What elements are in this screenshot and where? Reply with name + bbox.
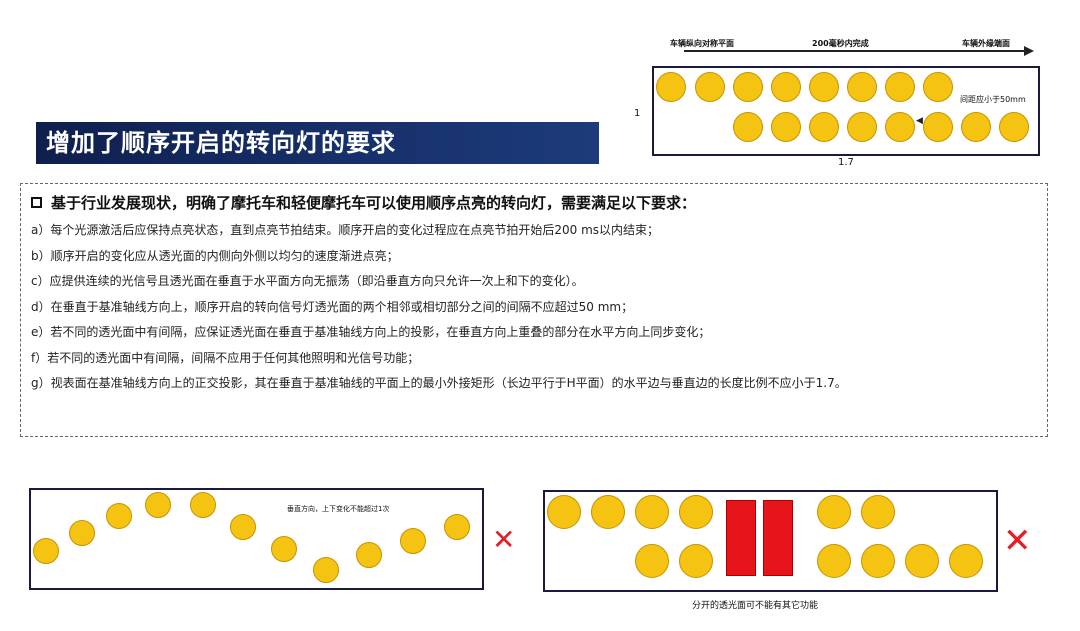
lamp-circle [809,112,839,142]
lamp-circle [949,544,983,578]
requirement-item-b: b）顺序开启的变化应从透光面的内侧向外侧以均匀的速度渐进点亮； [31,248,399,263]
lamp-circle [400,528,426,554]
lamp-circle [635,495,669,529]
lamp-circle [656,72,686,102]
height-label: 1 [634,108,641,119]
requirement-item-g: g）视表面在基准轴线方向上的正交投影，其在垂直于基准轴线的平面上的最小外接矩形（… [31,376,847,390]
lamp-circle [861,495,895,529]
gap-arrow-icon: ◀ [916,116,923,126]
lamp-circle [145,492,171,518]
lamp-circle [817,495,851,529]
other-function-block [726,500,756,576]
page-title: 增加了顺序开启的转向灯的要求 [36,122,599,164]
lamp-circle [106,503,132,529]
lamp-circle [69,520,95,546]
lamp-circle [771,112,801,142]
arrow-left-label: 车辆纵向对称平面 [670,39,734,48]
requirement-item-a: a）每个光源激活后应保持点亮状态，直到点亮节拍结束。顺序开启的变化过程应在点亮节… [31,223,660,237]
lamp-circle [861,544,895,578]
lamp-circle [733,112,763,142]
lamp-circle [356,542,382,568]
split-example-panel [543,490,998,592]
arrow-mid-label: 200毫秒内完成 [812,39,869,48]
arrow-head-icon [1024,46,1034,56]
lamp-circle [733,72,763,102]
lamp-circle [885,72,915,102]
lamp-circle [33,538,59,564]
sequential-lamp-diagram: 车辆纵向对称平面 200毫秒内完成 车辆外缘端面 1 ◀ 间距应小于50mm 1… [634,30,1060,170]
lamp-circle [591,495,625,529]
lamp-circle [635,544,669,578]
arrow-right-label: 车辆外缘端面 [962,39,1010,48]
lamp-circle [817,544,851,578]
invalid-cross-icon: ✕ [1003,521,1032,561]
lamp-circle [444,514,470,540]
wave-note: 垂直方向，上下变化不能超过1次 [287,505,390,513]
lamp-circle [905,544,939,578]
lamp-circle [885,112,915,142]
lamp-circle [679,495,713,529]
width-label: 1.7 [838,157,854,168]
lamp-circle [923,112,953,142]
lamp-circle [771,72,801,102]
requirement-item-d: d）在垂直于基准轴线方向上，顺序开启的转向信号灯透光面的两个相邻或相切部分之间的… [31,299,634,314]
requirement-item-e: e）若不同的透光面中有间隔，应保证透光面在垂直于基准轴线方向上的投影，在垂直方向… [31,325,711,339]
lamp-circle [923,72,953,102]
requirement-item-f: f）若不同的透光面中有间隔，间隔不应用于任何其他照明和光信号功能； [31,350,420,365]
lamp-circle [847,112,877,142]
lamp-circle [547,495,581,529]
lamp-circle [809,72,839,102]
lamp-circle [695,72,725,102]
lamp-circle [190,492,216,518]
lamp-circle [271,536,297,562]
requirements-box: 基于行业发展现状，明确了摩托车和轻便摩托车可以使用顺序点亮的转向灯，需要满足以下… [20,183,1048,437]
split-caption: 分开的透光面可不能有其它功能 [692,601,819,611]
lamp-circle [999,112,1029,142]
requirement-item-c: c）应提供连续的光信号且透光面在垂直于水平面方向无振荡（即沿垂直方向只允许一次上… [31,274,584,288]
lamp-circle [230,514,256,540]
lamp-circle [313,557,339,583]
requirements-heading: 基于行业发展现状，明确了摩托车和轻便摩托车可以使用顺序点亮的转向灯，需要满足以下… [31,192,1037,213]
lamp-circle [679,544,713,578]
direction-arrow-line [684,50,1024,52]
checkbox-square-icon [31,197,42,208]
lamp-frame: ◀ 间距应小于50mm [652,66,1040,156]
wave-example-panel: 垂直方向，上下变化不能超过1次 [29,488,484,590]
requirements-heading-text: 基于行业发展现状，明确了摩托车和轻便摩托车可以使用顺序点亮的转向灯，需要满足以下… [51,194,697,212]
lamp-circle [847,72,877,102]
invalid-cross-icon: ✕ [492,523,516,556]
gap-note: 间距应小于50mm [960,95,1026,104]
other-function-block [763,500,793,576]
lamp-circle [961,112,991,142]
